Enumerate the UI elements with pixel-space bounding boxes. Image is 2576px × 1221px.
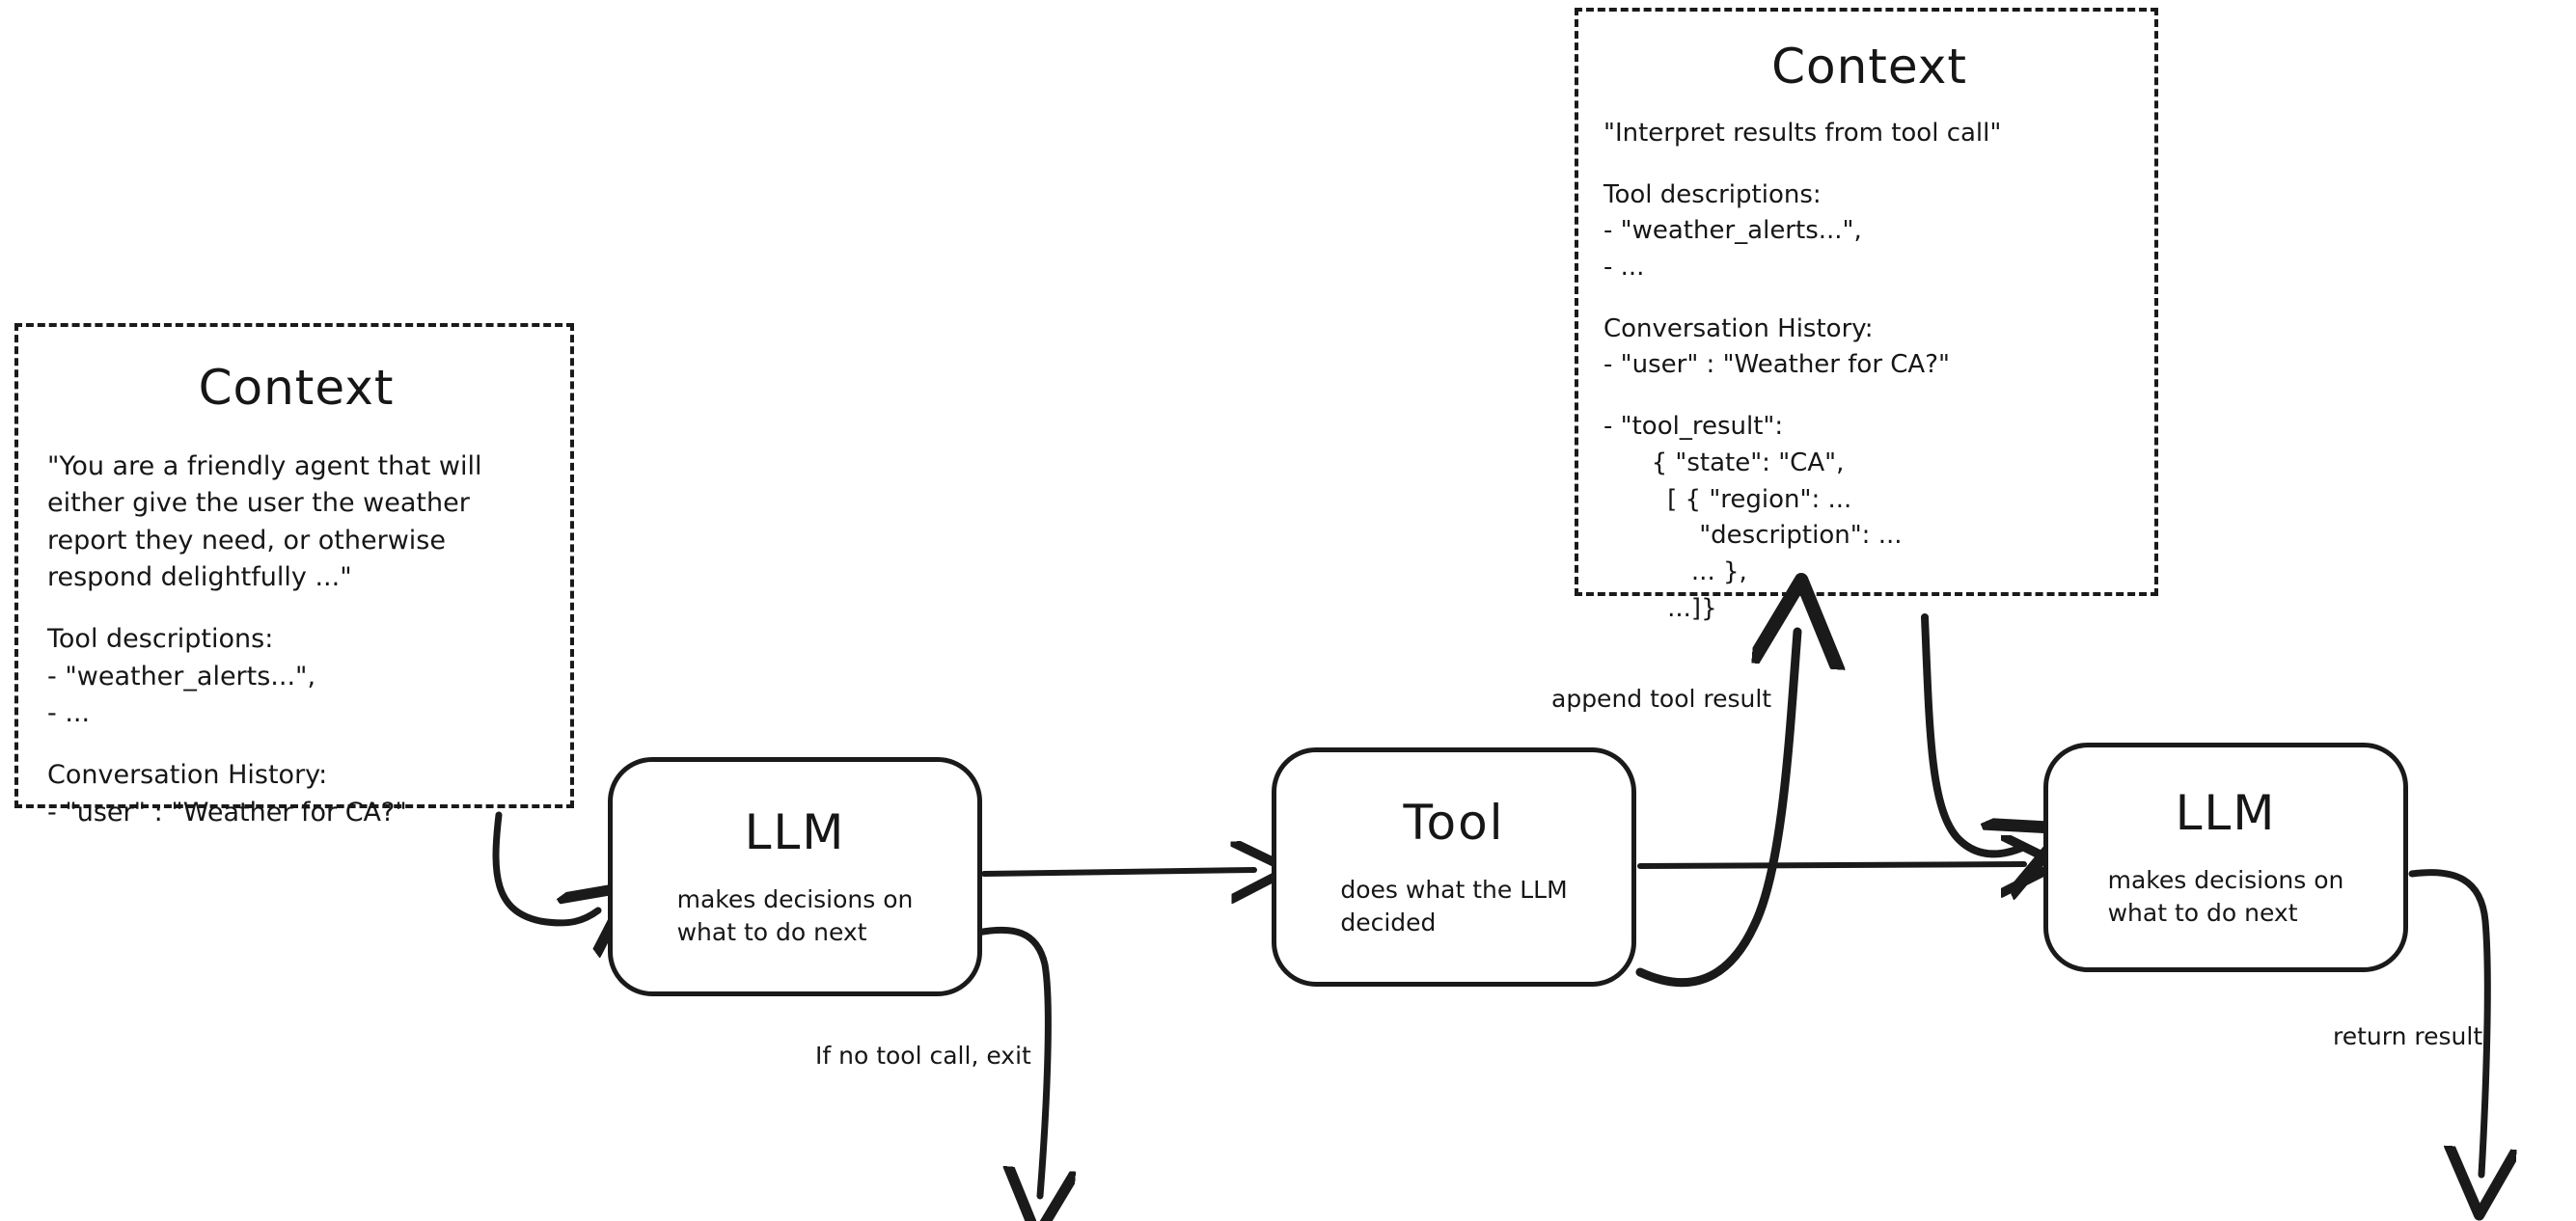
node-llm-first[interactable]: LLM makes decisions on what to do next: [608, 757, 982, 996]
node-llm-first-subtitle: makes decisions on what to do next: [676, 885, 914, 946]
node-tool[interactable]: Tool does what the LLM decided: [1272, 747, 1636, 987]
context-right-title: Context: [1771, 39, 1967, 95]
node-llm-second-subtitle: makes decisions on what to do next: [2107, 866, 2344, 927]
node-tool-subtitle: does what the LLM decided: [1340, 876, 1568, 936]
context-left-system-prompt: "You are a friendly agent that will eith…: [47, 451, 482, 592]
node-llm-second[interactable]: LLM makes decisions on what to do next: [2043, 743, 2408, 972]
context-right-system-prompt: "Interpret results from tool call": [1603, 119, 2002, 148]
edge-context-right-to-llm2: [1921, 613, 2024, 854]
context-box-left: Context "You are a friendly agent that w…: [14, 323, 574, 828]
edge-tool-to-llm2: [1637, 864, 2024, 866]
node-llm-first-title: LLM: [744, 804, 846, 861]
edge-label-append-tool-result: append tool result: [1551, 685, 1772, 713]
edge-llm1-to-tool: [981, 870, 1254, 874]
node-tool-title: Tool: [1403, 795, 1505, 852]
edge-label-if-no-tool-call-exit: If no tool call, exit: [815, 1042, 1031, 1070]
context-right-conversation-history: Conversation History: - "user" : "Weathe…: [1603, 313, 1950, 380]
context-left-title: Context: [198, 360, 395, 416]
context-box-right: Context "Interpret results from tool cal…: [1575, 8, 2158, 623]
node-llm-second-title: LLM: [2175, 785, 2277, 842]
context-left-tool-descriptions: Tool descriptions: - "weather_alerts..."…: [47, 624, 316, 728]
context-right-tool-descriptions: Tool descriptions: - "weather_alerts..."…: [1603, 179, 1862, 283]
context-right-tool-result: - "tool_result": { "state": "CA", [ { "r…: [1603, 412, 1903, 623]
edge-label-return-result: return result: [2333, 1022, 2483, 1050]
context-left-conversation-history: Conversation History: - "user" : "Weathe…: [47, 760, 407, 828]
